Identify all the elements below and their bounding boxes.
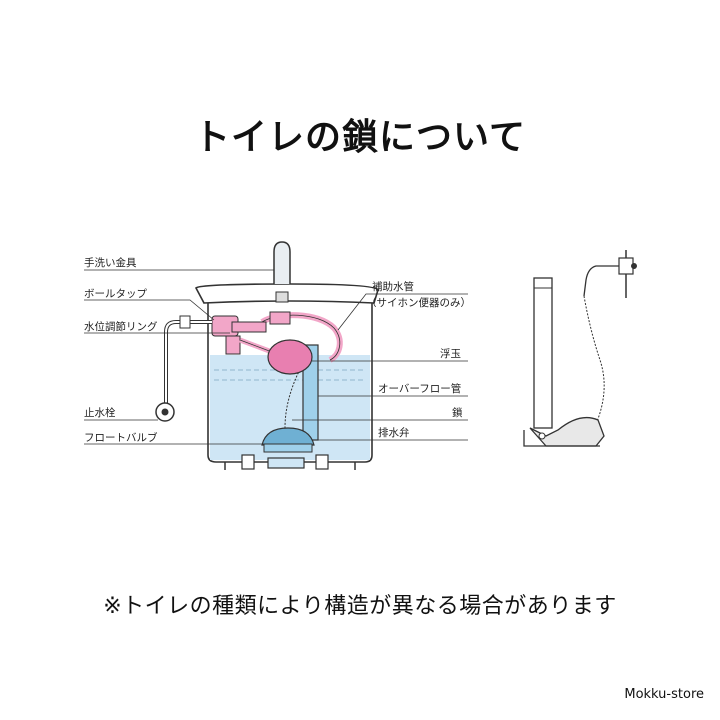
label-float-valve: フロートバルブ <box>84 431 158 444</box>
float-ball-part <box>267 339 313 375</box>
label-aux-pipe-note: （サイホン便器のみ） <box>366 296 471 309</box>
label-stop-valve: 止水栓 <box>84 406 116 419</box>
chain-closeup <box>583 295 605 425</box>
label-aux-pipe: 補助水管 <box>372 280 414 293</box>
leader-lines-right <box>292 293 468 441</box>
faucet-part <box>273 241 291 303</box>
chain-closeup-diagram <box>523 250 637 447</box>
leader-lines-left <box>84 269 274 445</box>
structure-note: ※トイレの種類により構造が異なる場合があります <box>103 594 617 619</box>
label-level-ring: 水位調節リング <box>84 320 158 333</box>
brand-label: Mokku-store <box>624 687 704 702</box>
label-chain: 鎖 <box>452 406 463 419</box>
ball-tap-assembly <box>211 311 343 363</box>
supply-pipe <box>155 315 212 422</box>
label-faucet: 手洗い金具 <box>84 256 137 269</box>
label-float-ball: 浮玉 <box>440 348 461 360</box>
label-ball-tap: ボールタップ <box>84 288 147 300</box>
page-title: トイレの鎖について <box>194 117 526 158</box>
label-overflow-pipe: オーバーフロー管 <box>378 382 461 395</box>
float-valve-part <box>261 427 315 446</box>
label-drain-valve: 排水弁 <box>378 426 410 439</box>
